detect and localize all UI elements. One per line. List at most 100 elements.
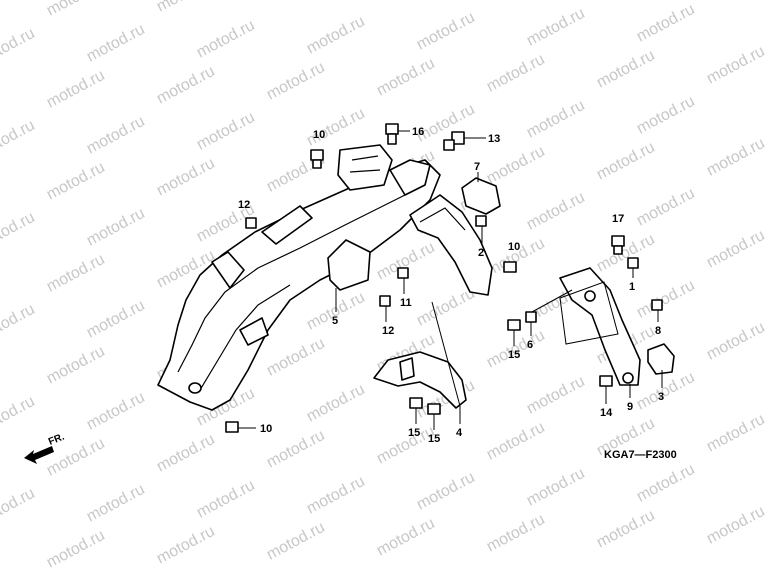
part-7	[461, 177, 501, 215]
watermark-text: motod.ru	[484, 511, 548, 556]
watermark-text: motod.ru	[264, 335, 328, 380]
bolt-10-top	[310, 149, 324, 169]
watermark-text: motod.ru	[704, 411, 768, 456]
bracket-part-9	[559, 267, 641, 386]
watermark-text: motod.ru	[634, 461, 698, 506]
watermark-text: motod.ru	[414, 101, 478, 146]
nut-12-top	[245, 217, 257, 229]
callout-1: 1	[629, 281, 635, 293]
watermark-text: motod.ru	[414, 9, 478, 54]
callout-12-mid: 12	[382, 325, 394, 337]
callout-10-bottom: 10	[260, 423, 272, 435]
watermark-text: motod.ru	[154, 523, 218, 568]
watermark-text: motod.ru	[634, 277, 698, 322]
callout-4: 4	[456, 427, 463, 439]
callout-13: 13	[488, 133, 500, 145]
nut-14	[599, 375, 613, 387]
watermark-text: motod.ru	[484, 51, 548, 96]
watermark-text: motod.ru	[84, 113, 148, 158]
watermark-text: motod.ru	[704, 503, 768, 548]
callout-15-a: 15	[408, 427, 420, 439]
watermark-text: motod.ru	[634, 185, 698, 230]
nut-12-mid	[379, 295, 391, 307]
rear-fender	[157, 144, 441, 411]
watermark-text: motod.ru	[194, 17, 258, 62]
callout-12-top: 12	[238, 199, 250, 211]
watermark-text: motod.ru	[44, 527, 108, 572]
callout-labels: 10 16 13 7 12 2 10 17 1 11 5 12 8 15 6 3…	[238, 126, 664, 445]
watermark-text: motod.ru	[594, 47, 658, 92]
watermark-text: motod.ru	[414, 285, 478, 330]
nut-11	[397, 267, 409, 279]
watermark-text: motod.ru	[44, 251, 108, 296]
watermark-text: motod.ru	[704, 319, 768, 364]
watermark-text: motod.ru	[44, 159, 108, 204]
watermark-text: motod.ru	[0, 301, 38, 346]
watermark-text: motod.ru	[634, 369, 698, 414]
front-label: FR.	[47, 431, 66, 447]
callout-5: 5	[332, 315, 338, 327]
watermark-text: motod.ru	[0, 209, 38, 254]
callout-15-right: 15	[508, 349, 520, 361]
watermark-text: motod.ru	[594, 231, 658, 276]
leader-lines	[238, 130, 663, 430]
watermark-text: motod.ru	[524, 465, 588, 510]
watermark-text: motod.ru	[304, 105, 368, 150]
nut-15-right	[507, 319, 521, 331]
bolt-10-bottom	[225, 421, 239, 433]
nut-15-b	[427, 403, 441, 415]
bolt-2	[475, 215, 487, 227]
watermark-text: motod.ru	[414, 469, 478, 514]
watermark-text: motod.ru	[484, 143, 548, 188]
callout-3: 3	[658, 391, 664, 403]
watermark-text: motod.ru	[374, 423, 438, 468]
watermark-text: motod.ru	[374, 55, 438, 100]
watermark-text: motod.ru	[44, 0, 108, 20]
callout-15-b: 15	[428, 433, 440, 445]
bolt-17	[611, 235, 625, 255]
watermark-text: motod.ru	[154, 0, 218, 16]
watermark-text: motod.ru	[154, 431, 218, 476]
watermark-text: motod.ru	[0, 117, 38, 162]
callout-10-mid: 10	[508, 241, 520, 253]
watermark-text: motod.ru	[154, 155, 218, 200]
watermark-text: motod.ru	[704, 135, 768, 180]
callout-9: 9	[627, 401, 633, 413]
watermark-text: motod.ru	[304, 13, 368, 58]
callout-14: 14	[600, 407, 613, 419]
watermark-text: motod.ru	[84, 389, 148, 434]
watermark-text: motod.ru	[484, 419, 548, 464]
watermark-text: motod.ru	[524, 189, 588, 234]
watermark-text: motod.ru	[84, 297, 148, 342]
watermark-text: motod.ru	[0, 393, 38, 438]
watermark-text: motod.ru	[304, 473, 368, 518]
watermark-text: motod.ru	[264, 427, 328, 472]
bracket-part-4	[373, 351, 467, 409]
callout-2: 2	[478, 247, 484, 259]
nut-15-a	[409, 397, 423, 409]
watermark-text: motod.ru	[0, 25, 38, 70]
watermark-text: motod.ru	[634, 93, 698, 138]
callout-6: 6	[527, 339, 533, 351]
callout-8: 8	[655, 325, 661, 337]
watermark-text: motod.ru	[0, 485, 38, 530]
watermark-text: motod.ru	[84, 205, 148, 250]
front-arrow-icon	[24, 446, 54, 464]
watermark-text: motod.ru	[524, 97, 588, 142]
watermark-text: motod.ru	[704, 43, 768, 88]
watermark-text: motod.ru	[264, 59, 328, 104]
watermark-text: motod.ru	[84, 481, 148, 526]
watermark-text: motod.ru	[84, 21, 148, 66]
fender-stay	[409, 194, 493, 296]
part-3	[647, 343, 675, 375]
watermark-text: motod.ru	[194, 477, 258, 522]
nut-8	[651, 299, 663, 311]
nut-6	[525, 311, 537, 323]
callout-7: 7	[474, 161, 480, 173]
watermark-text: motod.ru	[264, 519, 328, 564]
nut-1	[627, 257, 639, 269]
watermark-text: motod.ru	[154, 63, 218, 108]
bolt-10-mid	[503, 261, 517, 273]
